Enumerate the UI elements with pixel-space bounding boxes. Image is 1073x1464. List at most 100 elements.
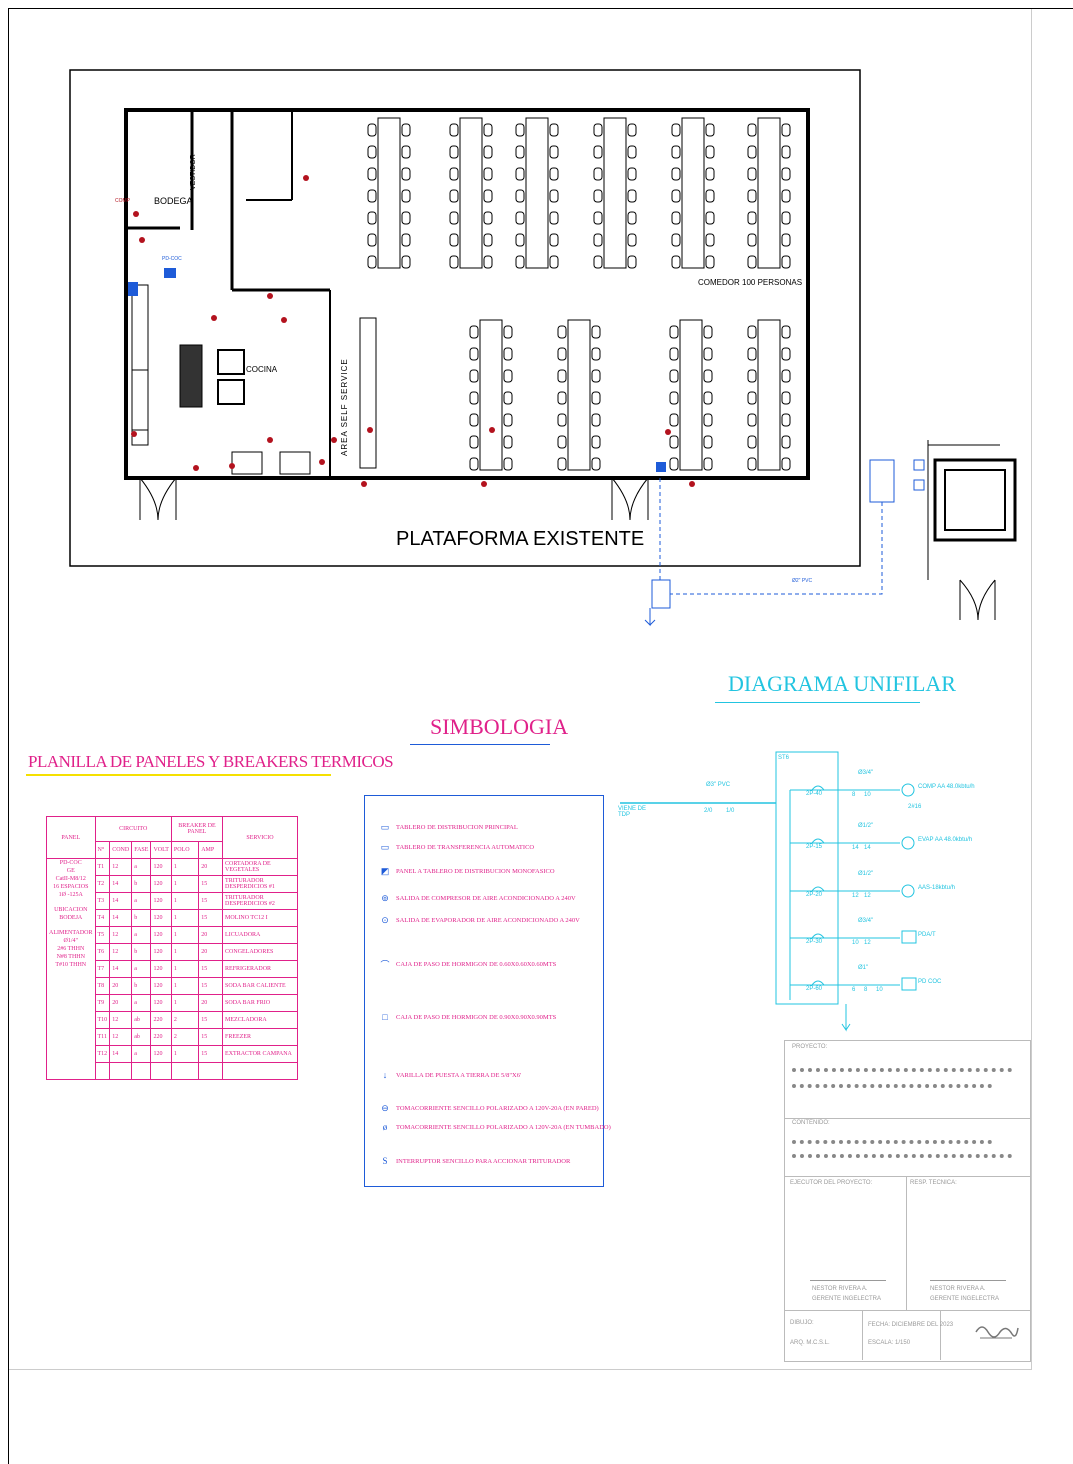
signature-line <box>930 1280 1006 1281</box>
chair <box>747 369 757 383</box>
chair <box>591 435 601 449</box>
load-label: AAS-18kbtu/h <box>918 885 956 891</box>
dining-table <box>757 117 781 269</box>
chair <box>747 233 757 247</box>
chair <box>593 123 603 137</box>
breaker-symbol <box>811 886 825 892</box>
chair <box>671 189 681 203</box>
dining-tables-bottom <box>469 319 791 471</box>
dining-table <box>757 319 781 471</box>
breaker-symbol <box>811 785 825 791</box>
wire-gauge: 12 <box>852 893 859 899</box>
chair <box>671 211 681 225</box>
chair <box>627 189 637 203</box>
legend-text: CAJA DE PASO DE HORMIGON DE 0.90X0.90X0.… <box>396 1013 557 1021</box>
chair <box>549 123 559 137</box>
chair <box>671 167 681 181</box>
cell-amp: 15 <box>198 1045 224 1063</box>
sign2-role: GERENTE INGELECTRA <box>930 1296 1000 1302</box>
legend-item: ▭TABLERO DE DISTRIBUCION PRINCIPAL <box>374 822 518 833</box>
chair <box>503 369 513 383</box>
chair <box>781 391 791 405</box>
chair <box>781 233 791 247</box>
tb-divider <box>862 1310 863 1360</box>
chair <box>483 233 493 247</box>
chair <box>669 457 679 471</box>
chair <box>593 167 603 181</box>
chair <box>557 413 567 427</box>
legend-item: ⊙SALIDA DE EVAPORADOR DE AIRE ACONDICION… <box>374 915 580 926</box>
wire-gauge: 10 <box>864 792 871 798</box>
dining-table <box>603 117 627 269</box>
chair <box>747 123 757 137</box>
cell-polo: 2 <box>170 1011 200 1029</box>
chair <box>703 435 713 449</box>
chair <box>593 189 603 203</box>
chair <box>703 369 713 383</box>
chair <box>401 233 411 247</box>
chair <box>549 233 559 247</box>
legend-symbol-icon: ⊙ <box>381 915 389 925</box>
chair <box>367 189 377 203</box>
legend-text: CAJA DE PASO DE HORMIGON DE 0.60X0.60X0.… <box>396 961 557 968</box>
diagrama-title: DIAGRAMA UNIFILAR <box>728 671 956 696</box>
chair <box>449 255 459 269</box>
chair <box>747 347 757 361</box>
chair <box>781 457 791 471</box>
panel-info-line: N#8 THHN <box>56 954 85 960</box>
chair <box>781 123 791 137</box>
signature-line <box>810 1280 886 1281</box>
chair <box>469 435 479 449</box>
tb-fecha: FECHA: DICIEMBRE DEL 2023 <box>868 1322 954 1328</box>
building-outline <box>124 108 810 480</box>
panel-info-line: CatII-M8/12 <box>55 876 86 882</box>
breaker-table: PANEL CIRCUITO BREAKER DE PANEL SERVICIO… <box>46 816 298 1080</box>
room-label-cocina: COCINA <box>246 365 278 374</box>
legend-item: ↓VARILLA DE PUESTA A TIERRA DE 5/8"X6' <box>374 1070 521 1080</box>
tb-escala: ESCALA: 1/150 <box>868 1340 911 1346</box>
tb-resp-label: RESP. TECNICA: <box>910 1180 957 1186</box>
chair <box>449 145 459 159</box>
tb-dibujo-value: ARQ. M.C.S.L. <box>790 1340 830 1346</box>
chair <box>781 369 791 383</box>
chair <box>515 211 525 225</box>
chair <box>483 211 493 225</box>
breaker-symbol <box>811 980 825 986</box>
col-panel-header: PANEL <box>46 816 96 859</box>
chair <box>669 391 679 405</box>
legend-box <box>364 795 604 1187</box>
chair <box>401 189 411 203</box>
chair <box>449 167 459 181</box>
wire-gauge: 8 <box>864 987 868 993</box>
chair <box>591 325 601 339</box>
legend-text: SALIDA DE COMPRESOR DE AIRE ACONDICIONAD… <box>396 895 576 902</box>
chair <box>705 167 715 181</box>
wire-gauge: 14 <box>864 845 871 851</box>
chair <box>401 145 411 159</box>
chair <box>671 255 681 269</box>
wire-gauge: 8 <box>852 792 856 798</box>
load-symbol <box>901 930 917 944</box>
tb-proyecto-scribble <box>792 1060 1012 1072</box>
chair <box>627 145 637 159</box>
chair <box>449 189 459 203</box>
sign1-name: NESTOR RIVERA A. <box>812 1286 868 1292</box>
conduit-size: Ø3/4" <box>858 770 874 776</box>
legend-symbol-icon: ø <box>382 1122 388 1132</box>
breaker-rating: 2P-60 <box>806 986 823 992</box>
logo-mark <box>975 1326 1019 1339</box>
tb-divider <box>940 1310 941 1360</box>
breaker-rating: 2P-40 <box>806 791 823 797</box>
cell-empty <box>131 1062 152 1080</box>
legend-item: □CAJA DE PASO DE HORMIGON DE 0.90X0.90X0… <box>374 1012 556 1022</box>
legend-symbol-icon: ⊚ <box>381 893 389 903</box>
chair <box>483 145 493 159</box>
panel-info-line: Ø1/4" <box>63 938 78 944</box>
cell-volt: 120 <box>150 1045 172 1063</box>
sign1-role: GERENTE INGELECTRA <box>812 1296 882 1302</box>
conduit-size: Ø3/4" <box>858 918 874 924</box>
